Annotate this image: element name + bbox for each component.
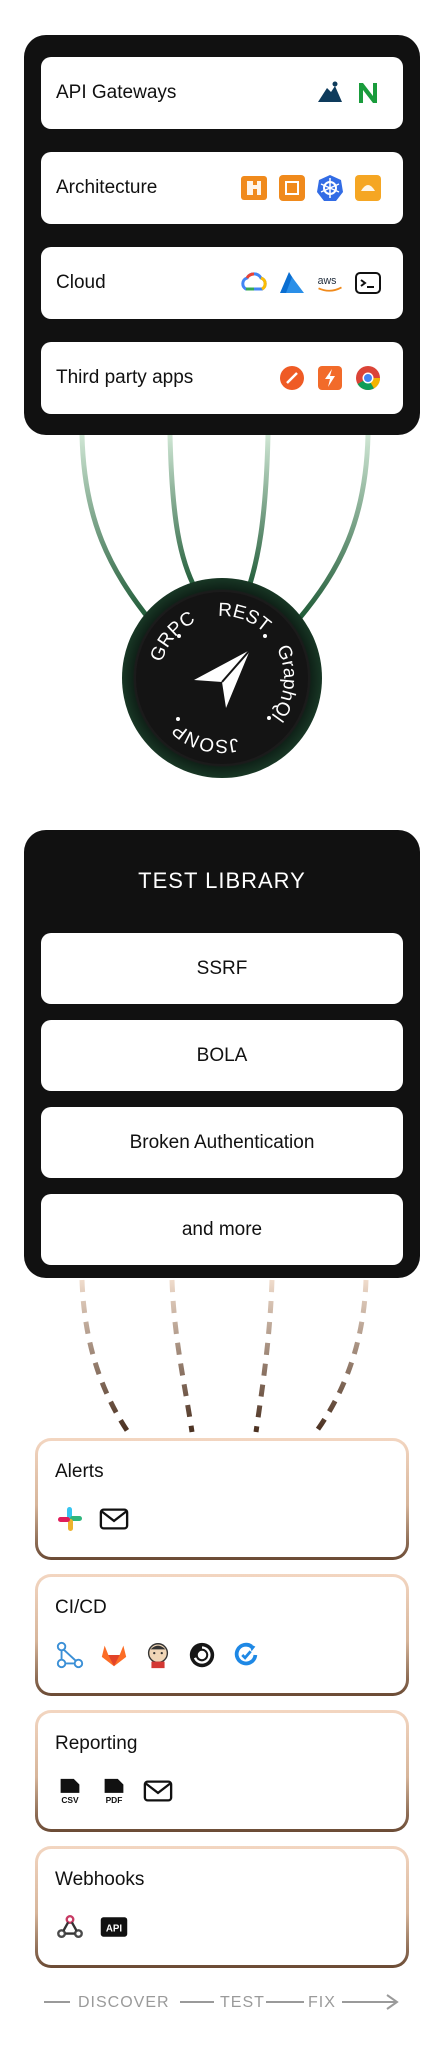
destination-card-reporting[interactable]: Reporting CSV PDF — [35, 1710, 409, 1832]
aws-lambda-icon — [239, 173, 269, 203]
card-title: Reporting — [55, 1733, 138, 1754]
discover-test-fix-flow: DISCOVER TEST FIX — [44, 1994, 399, 2011]
kong-icon — [315, 78, 345, 108]
source-row-third-party-apps[interactable]: Third party apps — [41, 342, 403, 414]
flow-step-test: TEST — [220, 1994, 265, 2011]
slack-icon — [55, 1504, 85, 1534]
webhook-icon — [55, 1912, 85, 1942]
azure-devops-icon — [231, 1640, 261, 1670]
pdf-label: PDF — [106, 1795, 123, 1805]
aws-ecs-icon — [277, 173, 307, 203]
pipeline-icon — [55, 1640, 85, 1670]
azure-icon — [277, 268, 307, 298]
destination-card-alerts[interactable]: Alerts — [35, 1438, 409, 1560]
circleci-icon — [187, 1640, 217, 1670]
nginx-icon — [353, 78, 383, 108]
api-icon: API — [99, 1912, 129, 1942]
protocol-hub: REST GraphQl JSONP GRPC — [122, 578, 322, 778]
protocol-rest: REST — [218, 600, 275, 637]
source-row-api-gateways[interactable]: API Gateways — [41, 57, 403, 129]
protocol-graphql: GraphQl — [267, 642, 300, 725]
aws-icon: aws — [315, 268, 345, 298]
test-item-and-more[interactable]: and more — [41, 1194, 403, 1265]
destination-card-webhooks[interactable]: Webhooks API — [35, 1846, 409, 1968]
api-label: API — [106, 1923, 122, 1934]
protocol-grpc: GRPC — [147, 608, 199, 665]
card-title: CI/CD — [55, 1597, 107, 1618]
swagger-icon — [315, 363, 345, 393]
postman-icon — [277, 363, 307, 393]
chrome-icon — [353, 363, 383, 393]
jenkins-icon — [143, 1640, 173, 1670]
card-title: Alerts — [55, 1461, 104, 1482]
csv-label: CSV — [61, 1795, 79, 1805]
svg-text:JSONP: JSONP — [169, 719, 241, 756]
test-item-ssrf[interactable]: SSRF — [41, 933, 403, 1004]
card-title: Webhooks — [55, 1869, 145, 1890]
email-icon — [143, 1776, 173, 1806]
source-row-cloud[interactable]: Cloud aws — [41, 247, 403, 319]
google-cloud-icon — [239, 268, 269, 298]
kubernetes-icon — [315, 173, 345, 203]
gitlab-icon — [99, 1640, 129, 1670]
email-icon — [99, 1504, 129, 1534]
svg-text:GRPC: GRPC — [147, 608, 199, 665]
source-label: API Gateways — [56, 82, 177, 103]
test-library-title: TEST LIBRARY — [138, 868, 306, 893]
csv-icon: CSV — [55, 1776, 85, 1806]
destination-card-cicd[interactable]: CI/CD — [35, 1574, 409, 1696]
ring-dots — [176, 634, 271, 721]
integration-sources-panel: API Gateways Architecture — [24, 35, 420, 435]
flow-step-discover: DISCOVER — [78, 1994, 170, 2011]
source-label: Cloud — [56, 272, 106, 293]
navigation-arrow-icon — [194, 649, 251, 708]
source-label: Architecture — [56, 177, 158, 198]
flow-step-fix: FIX — [308, 1994, 336, 2011]
source-row-architecture[interactable]: Architecture — [41, 152, 403, 224]
aws-text: aws — [318, 275, 337, 287]
test-item-bola[interactable]: BOLA — [41, 1020, 403, 1091]
svg-text:GraphQl: GraphQl — [267, 642, 300, 725]
test-library-panel: TEST LIBRARY SSRF BOLA Broken Authentica… — [24, 830, 420, 1278]
pdf-icon: PDF — [99, 1776, 129, 1806]
aws-ec2-icon — [353, 173, 383, 203]
source-label: Third party apps — [56, 367, 194, 388]
terminal-icon — [353, 268, 383, 298]
svg-text:REST: REST — [218, 600, 275, 637]
protocol-jsonp: JSONP — [169, 719, 241, 756]
arrow-right-icon — [386, 1994, 399, 2010]
test-item-broken-authentication[interactable]: Broken Authentication — [41, 1107, 403, 1178]
